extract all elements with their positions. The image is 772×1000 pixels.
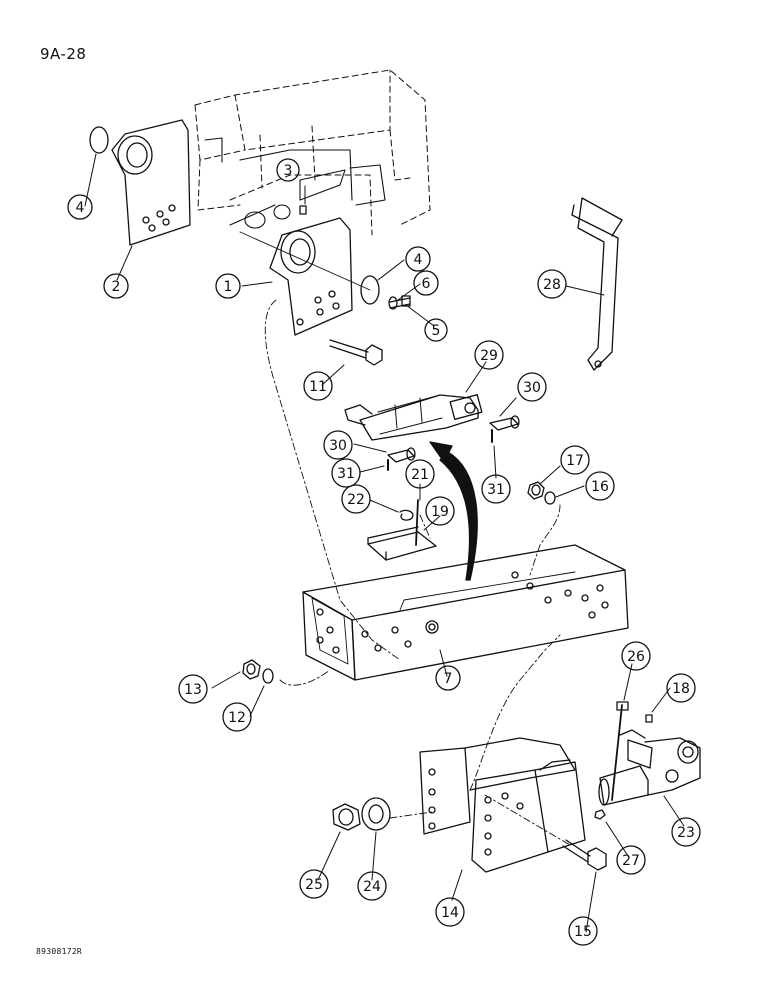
callout-4-left: 4 <box>67 194 93 220</box>
svg-text:25: 25 <box>305 877 323 893</box>
callout-2: 2 <box>103 273 129 299</box>
callout-12: 12 <box>222 702 252 732</box>
bolt-15 <box>562 839 607 871</box>
callout-29: 29 <box>474 340 504 370</box>
svg-text:31: 31 <box>487 482 505 498</box>
callout-27: 27 <box>616 845 646 875</box>
pin-26 <box>611 701 629 801</box>
callout-24: 24 <box>357 871 387 901</box>
callout-21: 21 <box>405 459 435 489</box>
callout-14: 14 <box>435 897 465 927</box>
callouts: 1 2 3 4 4 5 6 7 11 12 13 14 15 16 17 18 … <box>67 158 701 946</box>
svg-text:28: 28 <box>543 277 561 293</box>
clip-22 <box>399 509 414 521</box>
washer-16 <box>544 491 556 505</box>
callout-22: 22 <box>341 484 371 514</box>
svg-text:16: 16 <box>591 479 609 495</box>
svg-text:1: 1 <box>224 279 233 295</box>
callout-26: 26 <box>621 641 651 671</box>
svg-text:13: 13 <box>184 682 202 698</box>
callout-30-right: 30 <box>517 372 547 402</box>
callout-1: 1 <box>215 273 241 299</box>
callout-17: 17 <box>560 445 590 475</box>
callout-30-left: 30 <box>323 430 353 460</box>
svg-text:12: 12 <box>228 710 246 726</box>
page-code: 9A-28 <box>40 45 87 63</box>
svg-text:2: 2 <box>112 279 121 295</box>
rod-28 <box>571 197 623 371</box>
callout-16: 16 <box>585 471 615 501</box>
svg-text:21: 21 <box>411 467 429 483</box>
grease-fitting-18 <box>645 714 653 723</box>
callout-5: 5 <box>424 318 448 342</box>
drawbar-beam-7 <box>302 544 629 681</box>
tractor-frame-outline <box>194 69 431 236</box>
nut-27 <box>594 809 606 820</box>
svg-text:30: 30 <box>523 380 541 396</box>
svg-text:4: 4 <box>414 252 423 268</box>
bolt-5 <box>389 295 411 309</box>
callout-6: 6 <box>413 270 439 296</box>
svg-text:29: 29 <box>480 348 498 364</box>
svg-text:14: 14 <box>441 905 459 921</box>
bracket-1 <box>239 217 371 336</box>
callout-11: 11 <box>303 371 333 401</box>
callout-7: 7 <box>435 665 461 691</box>
assembly-lines <box>264 299 571 846</box>
svg-text:24: 24 <box>363 879 381 895</box>
callout-4-right: 4 <box>405 246 431 272</box>
svg-text:11: 11 <box>309 379 327 395</box>
hitch-bracket-14 <box>419 737 586 873</box>
svg-text:26: 26 <box>627 649 645 665</box>
svg-text:4: 4 <box>76 200 85 216</box>
install-arrow <box>429 441 478 581</box>
callout-18: 18 <box>666 673 696 703</box>
nut-17 <box>527 481 545 500</box>
clevis-23 <box>598 729 701 806</box>
svg-text:3: 3 <box>284 163 293 179</box>
callout-3: 3 <box>276 158 300 182</box>
nut-25 <box>332 803 361 831</box>
hydraulic-cylinder-29 <box>344 394 483 441</box>
nut-13 <box>242 659 261 680</box>
svg-text:27: 27 <box>622 853 640 869</box>
svg-text:23: 23 <box>677 825 695 841</box>
callout-19: 19 <box>425 496 455 526</box>
pin-30-b <box>489 415 520 431</box>
pin-21 <box>415 499 419 546</box>
plate-19 <box>367 526 437 561</box>
svg-text:30: 30 <box>329 438 347 454</box>
svg-text:5: 5 <box>432 323 441 339</box>
svg-text:31: 31 <box>337 466 355 482</box>
callout-31-right: 31 <box>481 474 511 504</box>
svg-text:22: 22 <box>347 492 365 508</box>
svg-text:7: 7 <box>444 671 453 687</box>
pin-30-a <box>387 447 416 463</box>
bracket-2 <box>111 119 191 246</box>
svg-text:17: 17 <box>566 453 584 469</box>
tractor-frame-solid <box>204 137 386 229</box>
bolt-11 <box>329 339 383 366</box>
callout-23: 23 <box>671 817 701 847</box>
grease-fitting-3 <box>299 205 307 215</box>
svg-text:6: 6 <box>422 276 431 292</box>
svg-text:15: 15 <box>574 924 592 940</box>
figure-id: 89308172R <box>36 947 83 956</box>
washer-4-left <box>89 126 109 154</box>
washer-24 <box>361 797 391 831</box>
callout-28: 28 <box>537 269 567 299</box>
callout-13: 13 <box>178 674 208 704</box>
callout-15: 15 <box>568 916 598 946</box>
svg-text:18: 18 <box>672 681 690 697</box>
callout-31-left: 31 <box>331 458 361 488</box>
washer-12 <box>262 668 274 684</box>
svg-text:19: 19 <box>431 504 449 520</box>
callout-25: 25 <box>299 869 329 899</box>
callout-leaders <box>84 153 685 933</box>
lockwasher-6 <box>388 296 398 310</box>
washer-4-right <box>360 275 380 305</box>
